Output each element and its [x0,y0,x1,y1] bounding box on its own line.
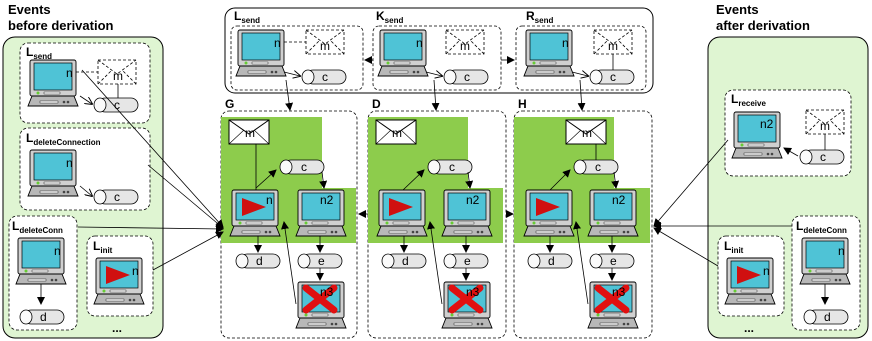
svg-text:Ksend: Ksend [376,9,403,25]
after-caption-line2: after derivation [716,18,810,33]
node-n: n [132,264,139,278]
svg-text:Lsend: Lsend [234,9,260,25]
l-delete-connection-label: L [26,131,33,145]
node-e: e [464,254,471,268]
node-n2: n2 [612,193,626,207]
node-m: m [113,69,123,83]
node-n: n [763,264,770,278]
rule-r-send-sub: send [535,16,554,25]
graph-d-label: D [372,97,381,111]
l-send-sub: send [33,52,52,61]
node-n3: n3 [612,285,626,299]
node-n: n [416,36,423,50]
graph-g-label: G [225,97,234,111]
l-init-sub: init [731,246,743,255]
node-n3: n3 [466,285,480,299]
rule-l-send-sub: send [241,16,260,25]
rule-k-send-sub: send [385,16,404,25]
l-delete-conn-label: L [796,219,803,233]
node-c: c [610,70,616,84]
node-e: e [318,254,325,268]
node-m: m [245,126,255,140]
l-init-label: L [724,239,731,253]
svg-text:Linit: Linit [93,239,113,255]
node-c: c [114,98,120,112]
ellipsis-right: ... [744,321,754,335]
node-n3: n3 [320,285,334,299]
node-n: n [838,244,845,258]
node-m: m [392,126,402,140]
node-c: c [114,190,120,204]
before-caption-line1: Events [8,2,51,17]
node-n: n [66,156,73,170]
computer-icon [376,189,428,237]
rule-r-send-label: R [526,9,535,23]
l-receive-label: L [731,92,738,106]
node-c: c [464,70,470,84]
node-n2: n2 [320,193,334,207]
l-delete-connection-sub: deleteConnection [33,138,100,147]
node-n: n [274,36,281,50]
node-n: n [266,193,273,207]
node-m: m [320,39,330,53]
node-d: d [402,254,409,268]
l-send-label: L [26,45,33,59]
l-init-label: L [93,239,100,253]
node-c: c [449,160,455,174]
svg-text:Lsend: Lsend [26,45,52,61]
computer-icon [523,189,575,237]
node-d: d [824,310,831,324]
node-n: n [562,36,569,50]
node-m: m [582,126,592,140]
svg-text:Lreceive: Lreceive [731,92,766,108]
node-d: d [548,254,555,268]
l-delete-conn-sub: deleteConn [803,226,847,235]
computer-icon [731,111,783,159]
node-d: d [256,254,263,268]
node-n2: n2 [760,117,774,131]
l-init-sub: init [100,246,112,255]
svg-text:LdeleteConn: LdeleteConn [12,219,63,235]
node-n2: n2 [466,193,480,207]
node-c: c [595,160,601,174]
node-m: m [460,39,470,53]
after-caption-line1: Events [716,2,759,17]
l-receive-sub: receive [738,99,766,108]
svg-text:LdeleteConnection: LdeleteConnection [26,131,101,147]
rule-k-send-label: K [376,9,385,23]
before-caption-line2: before derivation [8,18,114,33]
node-n: n [66,66,73,80]
l-delete-conn-label: L [12,219,19,233]
ellipsis-left: ... [112,321,122,335]
node-d: d [40,310,47,324]
node-m: m [608,39,618,53]
svg-text:Rsend: Rsend [526,9,553,25]
node-m: m [820,119,830,133]
node-c: c [301,160,307,174]
rule-l-send-label: L [234,9,241,23]
svg-text:Linit: Linit [724,239,744,255]
graph-h-label: H [518,97,527,111]
svg-text:LdeleteConn: LdeleteConn [796,219,847,235]
node-n: n [54,244,61,258]
l-delete-conn-sub: deleteConn [19,226,63,235]
node-c: c [820,150,826,164]
node-e: e [610,254,617,268]
node-c: c [322,70,328,84]
